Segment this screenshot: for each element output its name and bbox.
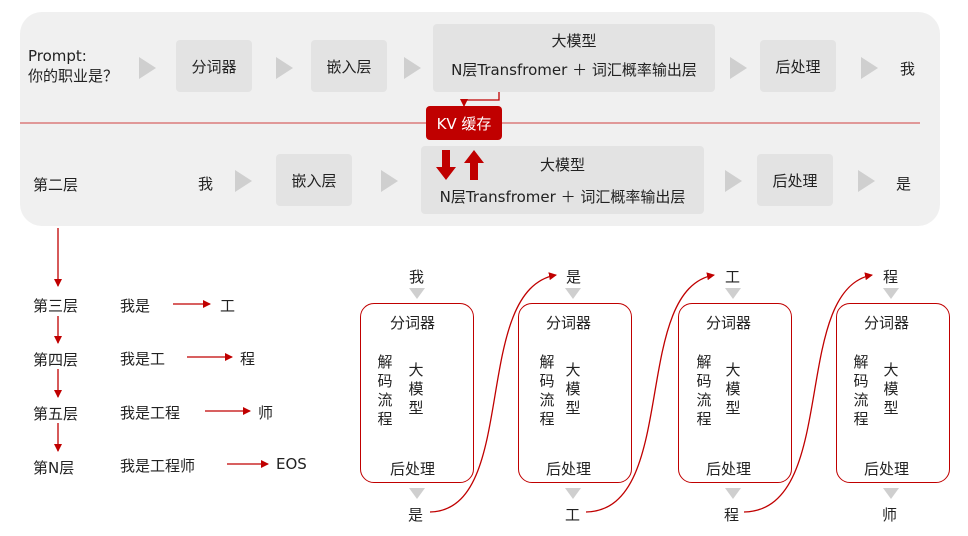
down-arrow (883, 488, 899, 499)
decode-postprocess: 后处理 (390, 460, 436, 478)
model-box-2: 大模型 N层Transfromer ＋ 词汇概率输出层 (421, 146, 704, 214)
kv-cache-badge: KV 缓存 (426, 106, 502, 140)
decode-tokenizer: 分词器 (706, 314, 752, 332)
feedback-curve (743, 272, 873, 513)
flow-arrow (730, 57, 747, 79)
layer-output: 师 (258, 404, 274, 422)
down-arrow (883, 288, 899, 299)
down-arrow (565, 488, 581, 499)
down-arrow (565, 288, 581, 299)
feedback-curve (429, 272, 557, 513)
decode-postprocess: 后处理 (706, 460, 752, 478)
decode-model-label: 大模型 (725, 361, 741, 417)
output-token: 我 (900, 60, 916, 78)
layer-input: 我是工程师 (120, 457, 196, 475)
decode-flow-label: 解码流程 (539, 353, 555, 428)
flow-arrow (404, 57, 421, 79)
layer-label: 第三层 (33, 297, 79, 315)
big-up-arrow (464, 150, 484, 180)
decode-model-label: 大模型 (408, 361, 424, 417)
decode-flow-label: 解码流程 (696, 353, 712, 428)
postprocess-box-2: 后处理 (757, 154, 833, 206)
decode-input-token: 是 (566, 268, 582, 286)
tokenizer-box: 分词器 (176, 40, 252, 92)
decode-model-label: 大模型 (883, 361, 899, 417)
decode-flow-label: 解码流程 (377, 353, 393, 428)
layer-label: 第N层 (33, 459, 75, 477)
flow-arrow (861, 57, 878, 79)
embedding-box-2: 嵌入层 (276, 154, 352, 206)
prompt-line-1: Prompt: (28, 47, 87, 65)
postprocess-box: 后处理 (760, 40, 836, 92)
layer-input: 我是 (120, 297, 151, 315)
decode-tokenizer: 分词器 (864, 314, 910, 332)
decode-output-token: 是 (408, 506, 424, 524)
decode-box (518, 303, 632, 483)
layer-output: EOS (276, 455, 307, 473)
model-title-2: 大模型 (539, 156, 585, 174)
decode-tokenizer: 分词器 (546, 314, 592, 332)
decode-input-token: 工 (725, 268, 741, 286)
flow-arrow (276, 57, 293, 79)
model-body: N层Transfromer ＋ 词汇概率输出层 (451, 61, 697, 79)
decode-flow-label: 解码流程 (853, 353, 869, 428)
big-down-arrow (436, 150, 456, 180)
layer-label: 第五层 (33, 405, 79, 423)
model-body-2: N层Transfromer ＋ 词汇概率输出层 (439, 188, 686, 206)
flow-arrow (725, 170, 742, 192)
flow-arrow (381, 170, 398, 192)
cache-write-arrow (460, 92, 500, 107)
layer-output: 工 (220, 297, 236, 315)
decode-box (360, 303, 474, 483)
model-title: 大模型 (551, 32, 597, 50)
down-arrow (409, 488, 425, 499)
down-arrow (409, 288, 425, 299)
embedding-box: 嵌入层 (311, 40, 387, 92)
decode-model-label: 大模型 (565, 361, 581, 417)
decode-output-token: 程 (724, 506, 740, 524)
decode-input-token: 我 (409, 268, 425, 286)
down-arrow (725, 288, 741, 299)
feedback-curve (585, 272, 715, 513)
decode-postprocess: 后处理 (864, 460, 910, 478)
decode-output-token: 师 (882, 506, 898, 524)
decode-box (836, 303, 950, 483)
decode-input-token: 程 (883, 268, 899, 286)
prompt-line-2: 你的职业是？ (28, 67, 119, 85)
decode-postprocess: 后处理 (546, 460, 592, 478)
layer-input: 我是工 (120, 350, 166, 368)
layer-label: 第四层 (33, 351, 79, 369)
down-arrow (725, 488, 741, 499)
flow-arrow (235, 170, 252, 192)
layer-output: 程 (240, 350, 256, 368)
second-layer-label: 第二层 (33, 176, 79, 194)
layer-input: 我是工程 (120, 404, 181, 422)
decode-box (678, 303, 792, 483)
model-box: 大模型 N层Transfromer ＋ 词汇概率输出层 (433, 24, 715, 92)
decode-tokenizer: 分词器 (390, 314, 436, 332)
flow-arrow (858, 170, 875, 192)
prompt-label: Prompt: 你的职业是？ (28, 46, 118, 86)
second-output-token: 是 (896, 175, 912, 193)
flow-arrow (139, 57, 156, 79)
second-input-token: 我 (198, 175, 214, 193)
decode-output-token: 工 (565, 506, 581, 524)
